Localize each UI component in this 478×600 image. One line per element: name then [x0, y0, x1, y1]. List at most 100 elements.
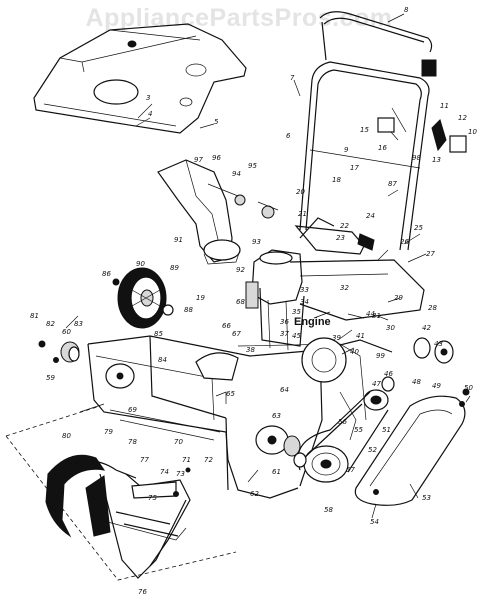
- wheel: [112, 267, 174, 329]
- callout-11: 11: [440, 102, 449, 110]
- callout-46: 46: [384, 370, 393, 378]
- callout-48: 48: [412, 378, 421, 386]
- callout-60: 60: [62, 328, 71, 336]
- callout-87: 87: [388, 180, 397, 188]
- callout-23: 23: [336, 234, 345, 242]
- callout-53: 53: [422, 494, 431, 502]
- discharge-chute: [157, 159, 279, 265]
- callout-80: 80: [62, 432, 71, 440]
- callout-39: 39: [332, 334, 341, 342]
- callout-61: 61: [272, 468, 281, 476]
- callout-98: 98: [412, 154, 421, 162]
- pulley-belt-system: [283, 337, 454, 483]
- callout-9: 9: [344, 146, 349, 154]
- callout-31: 31: [372, 312, 381, 320]
- callout-95: 95: [248, 162, 257, 170]
- callout-10: 10: [468, 128, 477, 136]
- engine-label: Engine: [294, 316, 331, 328]
- callout-47: 47: [372, 380, 381, 388]
- callout-41: 41: [356, 332, 365, 340]
- callout-26: 26: [400, 238, 409, 246]
- callout-88: 88: [184, 306, 193, 314]
- callout-52: 52: [368, 446, 377, 454]
- callout-89: 89: [170, 264, 179, 272]
- callout-73: 73: [176, 470, 185, 478]
- callout-7: 7: [290, 74, 295, 82]
- callout-13: 13: [432, 156, 441, 164]
- callout-12: 12: [458, 114, 467, 122]
- callout-22: 22: [340, 222, 349, 230]
- callout-50: 50: [464, 384, 473, 392]
- callout-32: 32: [340, 284, 349, 292]
- callout-57: 57: [346, 466, 355, 474]
- callout-69: 69: [128, 406, 137, 414]
- callout-30: 30: [386, 324, 395, 332]
- callout-21: 21: [298, 210, 307, 218]
- callout-29: 29: [394, 294, 403, 302]
- callout-37: 37: [280, 330, 289, 338]
- callout-91: 91: [174, 236, 183, 244]
- callout-28: 28: [428, 304, 437, 312]
- handle-assembly: [299, 11, 467, 251]
- callout-33: 33: [300, 286, 309, 294]
- callout-labels: 8 7 3 4 5 6 10 11 12 13 15 16 17 18 19 2…: [30, 6, 477, 596]
- callout-92: 92: [236, 266, 245, 274]
- callout-17: 17: [350, 164, 359, 172]
- callout-94: 94: [232, 170, 241, 178]
- callout-90: 90: [136, 260, 145, 268]
- callout-70: 70: [174, 438, 183, 446]
- callout-43: 43: [434, 340, 443, 348]
- callout-25: 25: [414, 224, 423, 232]
- callout-24: 24: [366, 212, 375, 220]
- callout-45: 45: [292, 332, 301, 340]
- callout-79: 79: [104, 428, 113, 436]
- callout-55: 55: [354, 426, 363, 434]
- callout-76: 76: [138, 588, 147, 596]
- callout-74: 74: [160, 468, 169, 476]
- callout-49: 49: [432, 382, 441, 390]
- callout-19: 19: [196, 294, 205, 302]
- callout-68: 68: [236, 298, 245, 306]
- callout-77: 77: [140, 456, 149, 464]
- callout-93: 93: [252, 238, 261, 246]
- callout-54: 54: [370, 518, 379, 526]
- callout-85: 85: [154, 330, 163, 338]
- callout-63: 63: [272, 412, 281, 420]
- callout-40: 40: [350, 348, 359, 356]
- callout-44: 44: [366, 310, 375, 318]
- callout-58: 58: [324, 506, 333, 514]
- callout-75: 75: [148, 494, 157, 502]
- callout-36: 36: [280, 318, 289, 326]
- callout-18: 18: [332, 176, 341, 184]
- callout-5: 5: [214, 118, 219, 126]
- callout-20: 20: [296, 188, 305, 196]
- callout-96: 96: [212, 154, 221, 162]
- top-cover: [33, 23, 247, 134]
- callout-67: 67: [232, 330, 241, 338]
- callout-78: 78: [128, 438, 137, 446]
- auger-assembly: [5, 405, 237, 581]
- callout-15: 15: [360, 126, 369, 134]
- callout-81: 81: [30, 312, 39, 320]
- callout-59: 59: [46, 374, 55, 382]
- callout-42: 42: [422, 324, 431, 332]
- callout-51: 51: [382, 426, 391, 434]
- callout-34: 34: [300, 298, 309, 306]
- callout-8: 8: [404, 6, 409, 14]
- callout-82: 82: [46, 320, 55, 328]
- callout-64: 64: [280, 386, 289, 394]
- callout-84: 84: [158, 356, 167, 364]
- leader-lines: [65, 13, 471, 519]
- callout-65: 65: [226, 390, 235, 398]
- callout-62: 62: [250, 490, 259, 498]
- callout-16: 16: [378, 144, 387, 152]
- callout-56: 56: [338, 418, 347, 426]
- callout-71: 71: [182, 456, 191, 464]
- callout-27: 27: [426, 250, 435, 258]
- callout-86: 86: [102, 270, 111, 278]
- callout-72: 72: [204, 456, 213, 464]
- callout-3: 3: [146, 94, 150, 102]
- callout-38: 38: [246, 346, 255, 354]
- engine: [245, 217, 375, 351]
